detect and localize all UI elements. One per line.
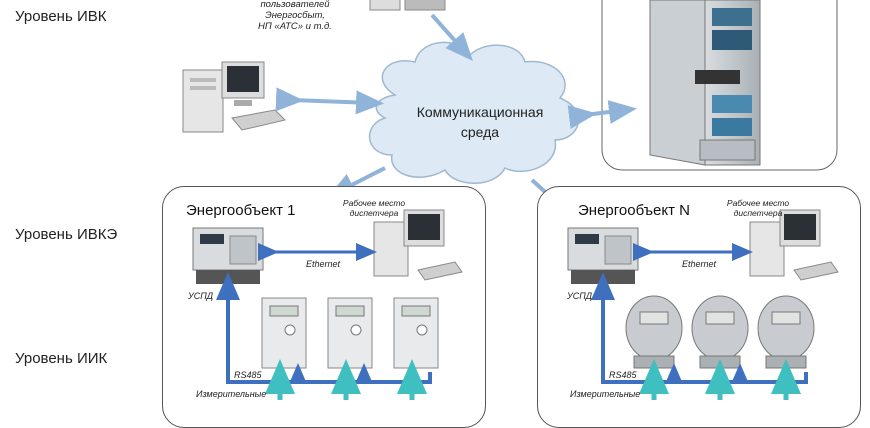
object-1-workplace-line2: диспетчера (349, 208, 399, 218)
object-n-ethernet-label: Ethernet (682, 259, 717, 269)
link-server (567, 100, 637, 129)
server-rack-icon (649, 0, 761, 166)
meter-n-2 (691, 295, 749, 369)
object-1-measuring-label: Измерительные (196, 389, 267, 399)
diagram-graphics (182, 0, 838, 221)
meter-1-2 (327, 297, 373, 369)
level-iik-label: Уровень ИИК (15, 350, 108, 367)
top-note-line3: НП «АТС» и т.д. (258, 21, 332, 32)
object-1-rs485-label: RS485 (234, 370, 262, 380)
level-ivke-label: Уровень ИВКЭ (15, 226, 118, 243)
objects-graphics (192, 209, 839, 400)
object-1-ethernet-label: Ethernet (306, 259, 341, 269)
link-left-pc (275, 87, 384, 115)
uspd-device-1 (192, 227, 264, 284)
object-n-workplace-line2: диспетчера (733, 208, 783, 218)
object-n-rs485-label: RS485 (609, 370, 637, 380)
meter-n-1 (625, 295, 683, 369)
object-1-title: Энергообъект 1 (186, 202, 296, 219)
link-top-pc (430, 13, 473, 61)
top-note-line1: пользователей (260, 0, 330, 10)
meter-1-1 (261, 297, 307, 369)
object-n-measuring-label: Измерительные (570, 389, 641, 399)
object-1-uspd-label: УСПД (188, 291, 214, 301)
meter-1-3 (393, 297, 439, 369)
object-n-workplace-line1: Рабочее место (726, 198, 790, 208)
object-n-title: Энергообъект N (578, 202, 690, 219)
object-n-workplace-label: Рабочее место диспетчера (720, 198, 796, 218)
object-1-workplace-line1: Рабочее место (342, 198, 406, 208)
object-1-workplace-label: Рабочее место диспетчера (336, 198, 412, 218)
top-note: пользователей Энергосбыт, НП «АТС» и т.д… (240, 0, 350, 32)
level-ivk-label: Уровень ИВК (15, 8, 107, 25)
workstation-1-icon (373, 209, 463, 281)
object-n-uspd-label: УСПД (567, 291, 593, 301)
uspd-device-n (567, 227, 639, 284)
top-note-line2: Энергосбыт, (265, 10, 325, 21)
meter-n-3 (757, 295, 815, 369)
cloud-label-line1: Коммуникационная (416, 104, 544, 120)
workstation-n-icon (749, 209, 839, 281)
top-pc-icon (369, 0, 446, 11)
cloud-label: Коммуникационная среда (395, 102, 565, 142)
left-pc-icon (182, 61, 286, 133)
cloud-label-line2: среда (460, 124, 500, 140)
